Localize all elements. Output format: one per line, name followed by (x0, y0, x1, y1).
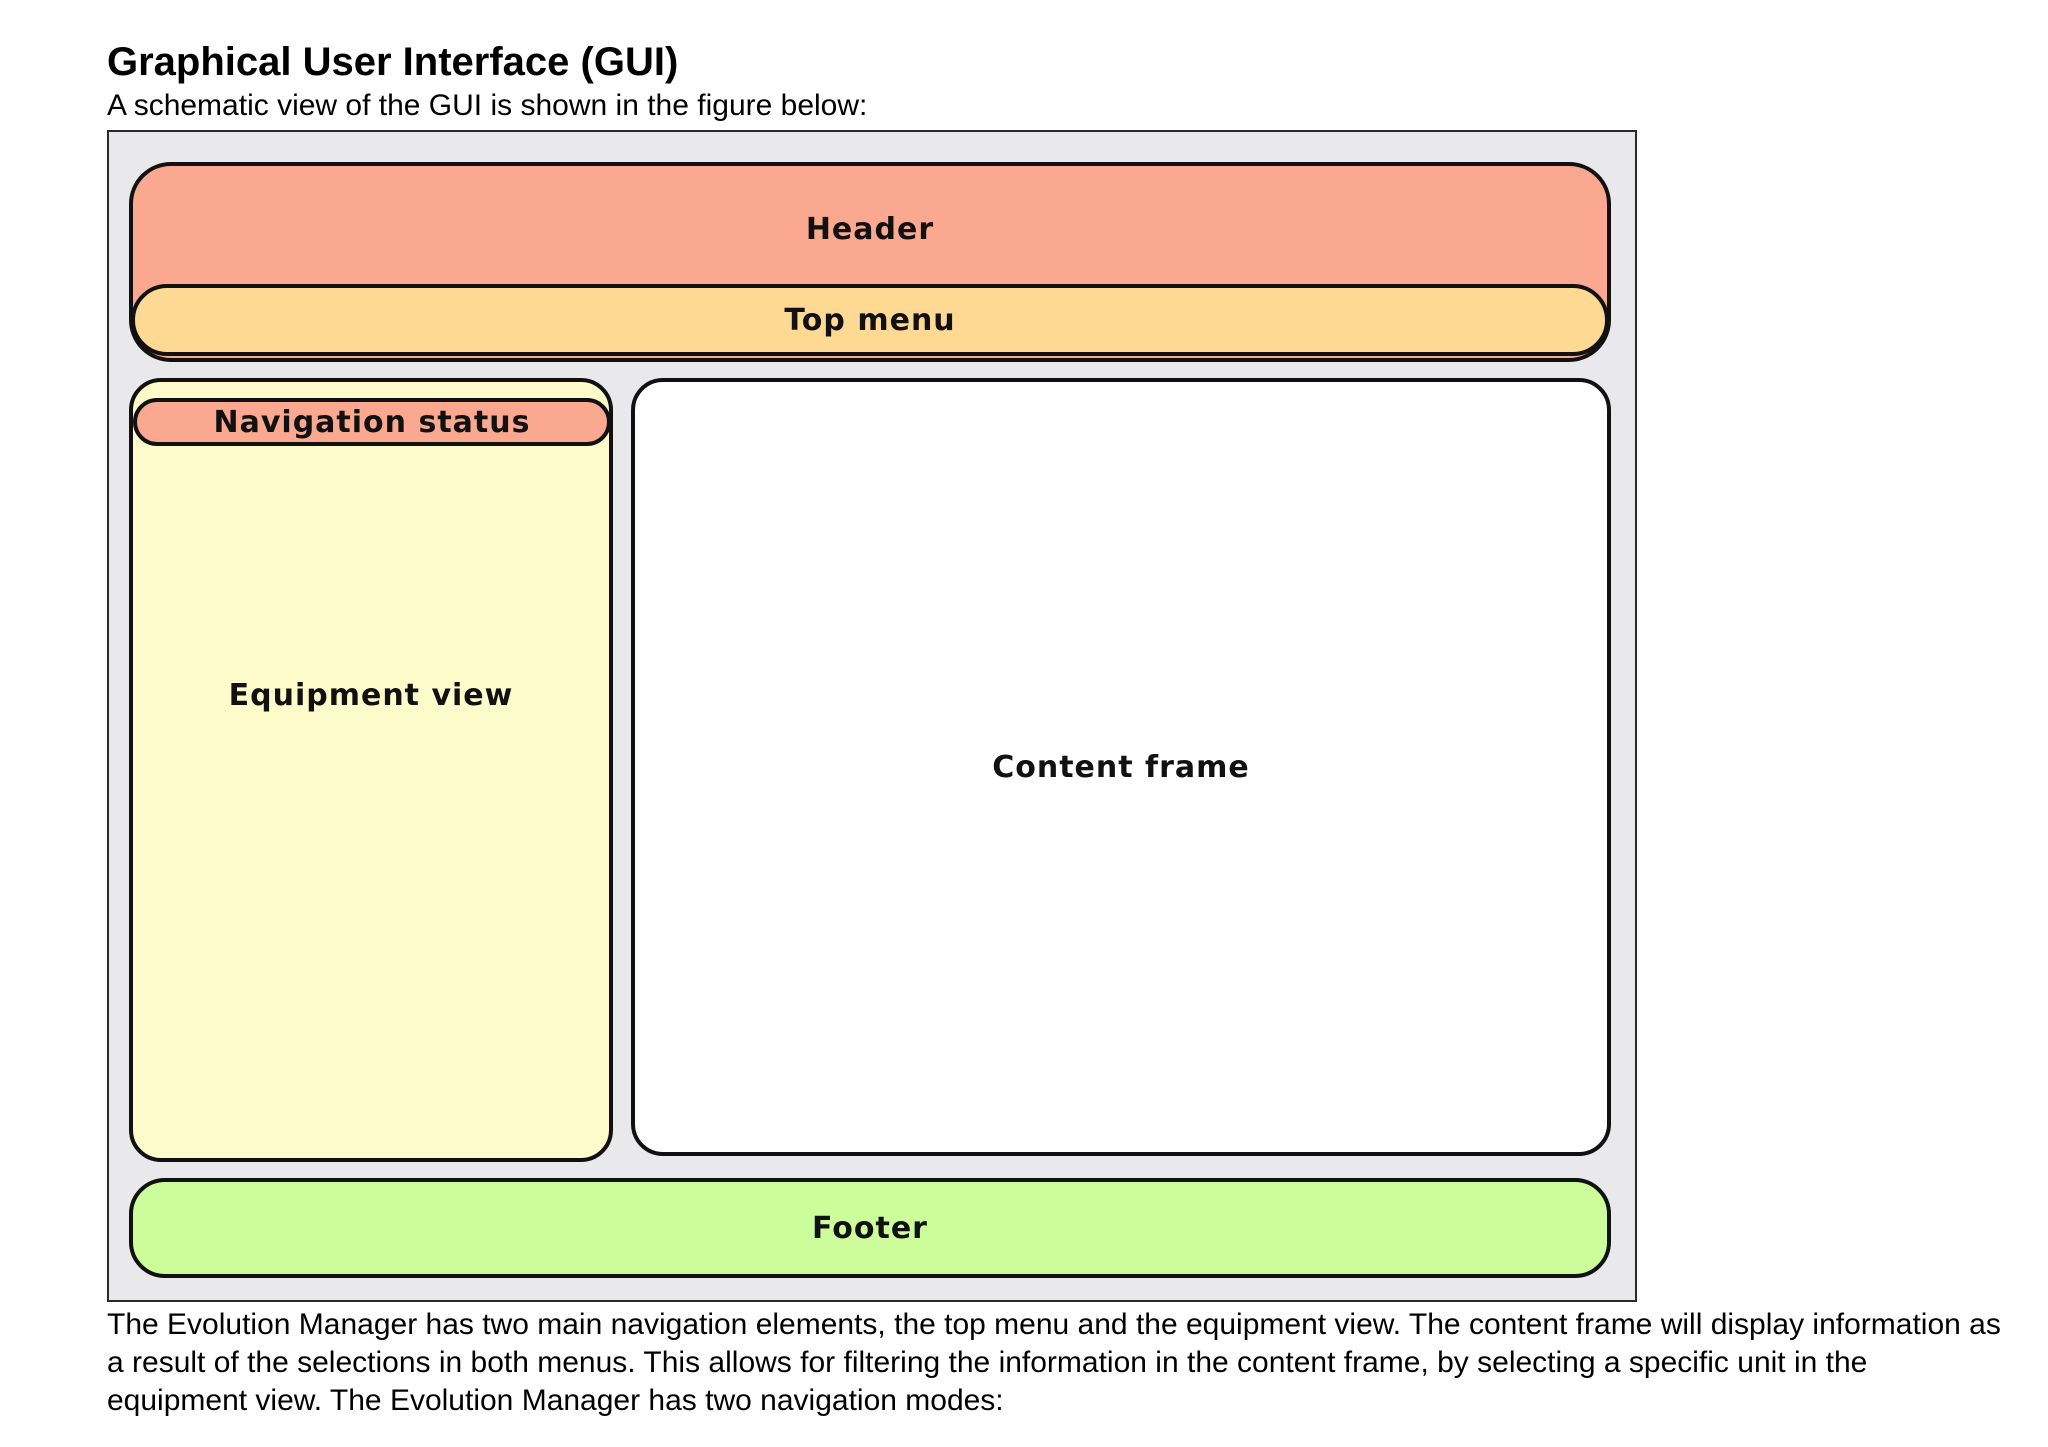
footer-region: Footer (129, 1178, 1611, 1278)
footer-label: Footer (812, 1210, 928, 1246)
equipment-view-label: Equipment view (228, 678, 514, 713)
navigation-status-region: Navigation status (133, 398, 611, 446)
gui-schematic-figure: Header Top menu Equipment view Navigatio… (107, 130, 1637, 1302)
header-label: Header (805, 212, 935, 247)
equipment-view-region: Equipment view (129, 378, 613, 1162)
top-menu-region: Top menu (131, 284, 1609, 356)
content-frame-label: Content frame (992, 749, 1250, 785)
content-frame-region: Content frame (631, 378, 1611, 1156)
page-title: Graphical User Interface (GUI) (107, 40, 679, 84)
body-paragraph: The Evolution Manager has two main navig… (107, 1308, 2001, 1417)
navigation-status-label: Navigation status (213, 404, 531, 440)
intro-text: A schematic view of the GUI is shown in … (107, 89, 868, 122)
top-menu-label: Top menu (784, 302, 956, 338)
